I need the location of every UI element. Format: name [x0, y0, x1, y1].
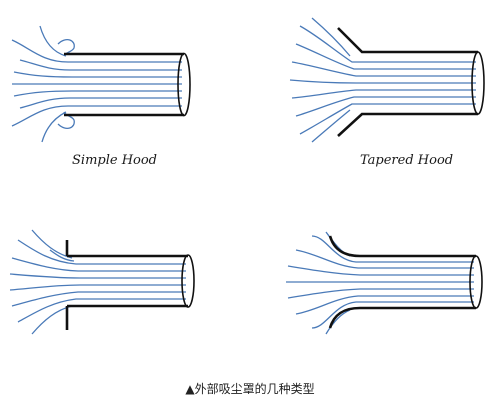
simple-hood-flow-lines — [11, 25, 182, 143]
tapered-hood-flow-lines — [289, 17, 476, 143]
bell-mouth-hood-outline — [328, 235, 483, 329]
figure-caption: ▲外部吸尘罩的几种类型 — [185, 382, 315, 396]
flanged-hood-panel — [9, 229, 195, 335]
simple-hood-panel — [11, 25, 191, 143]
simple-hood-outline — [64, 52, 191, 117]
tapered-hood-label: Tapered Hood — [360, 153, 454, 168]
simple-hood-label: Simple Hood — [72, 153, 158, 168]
tapered-hood-panel — [289, 17, 485, 143]
bell-mouth-hood-flow-lines — [285, 231, 474, 335]
bell-mouth-hood-panel — [285, 231, 483, 335]
flanged-hood-flow-lines — [9, 229, 186, 335]
flanged-hood-outline — [65, 240, 195, 330]
tapered-hood-outline — [337, 27, 485, 137]
